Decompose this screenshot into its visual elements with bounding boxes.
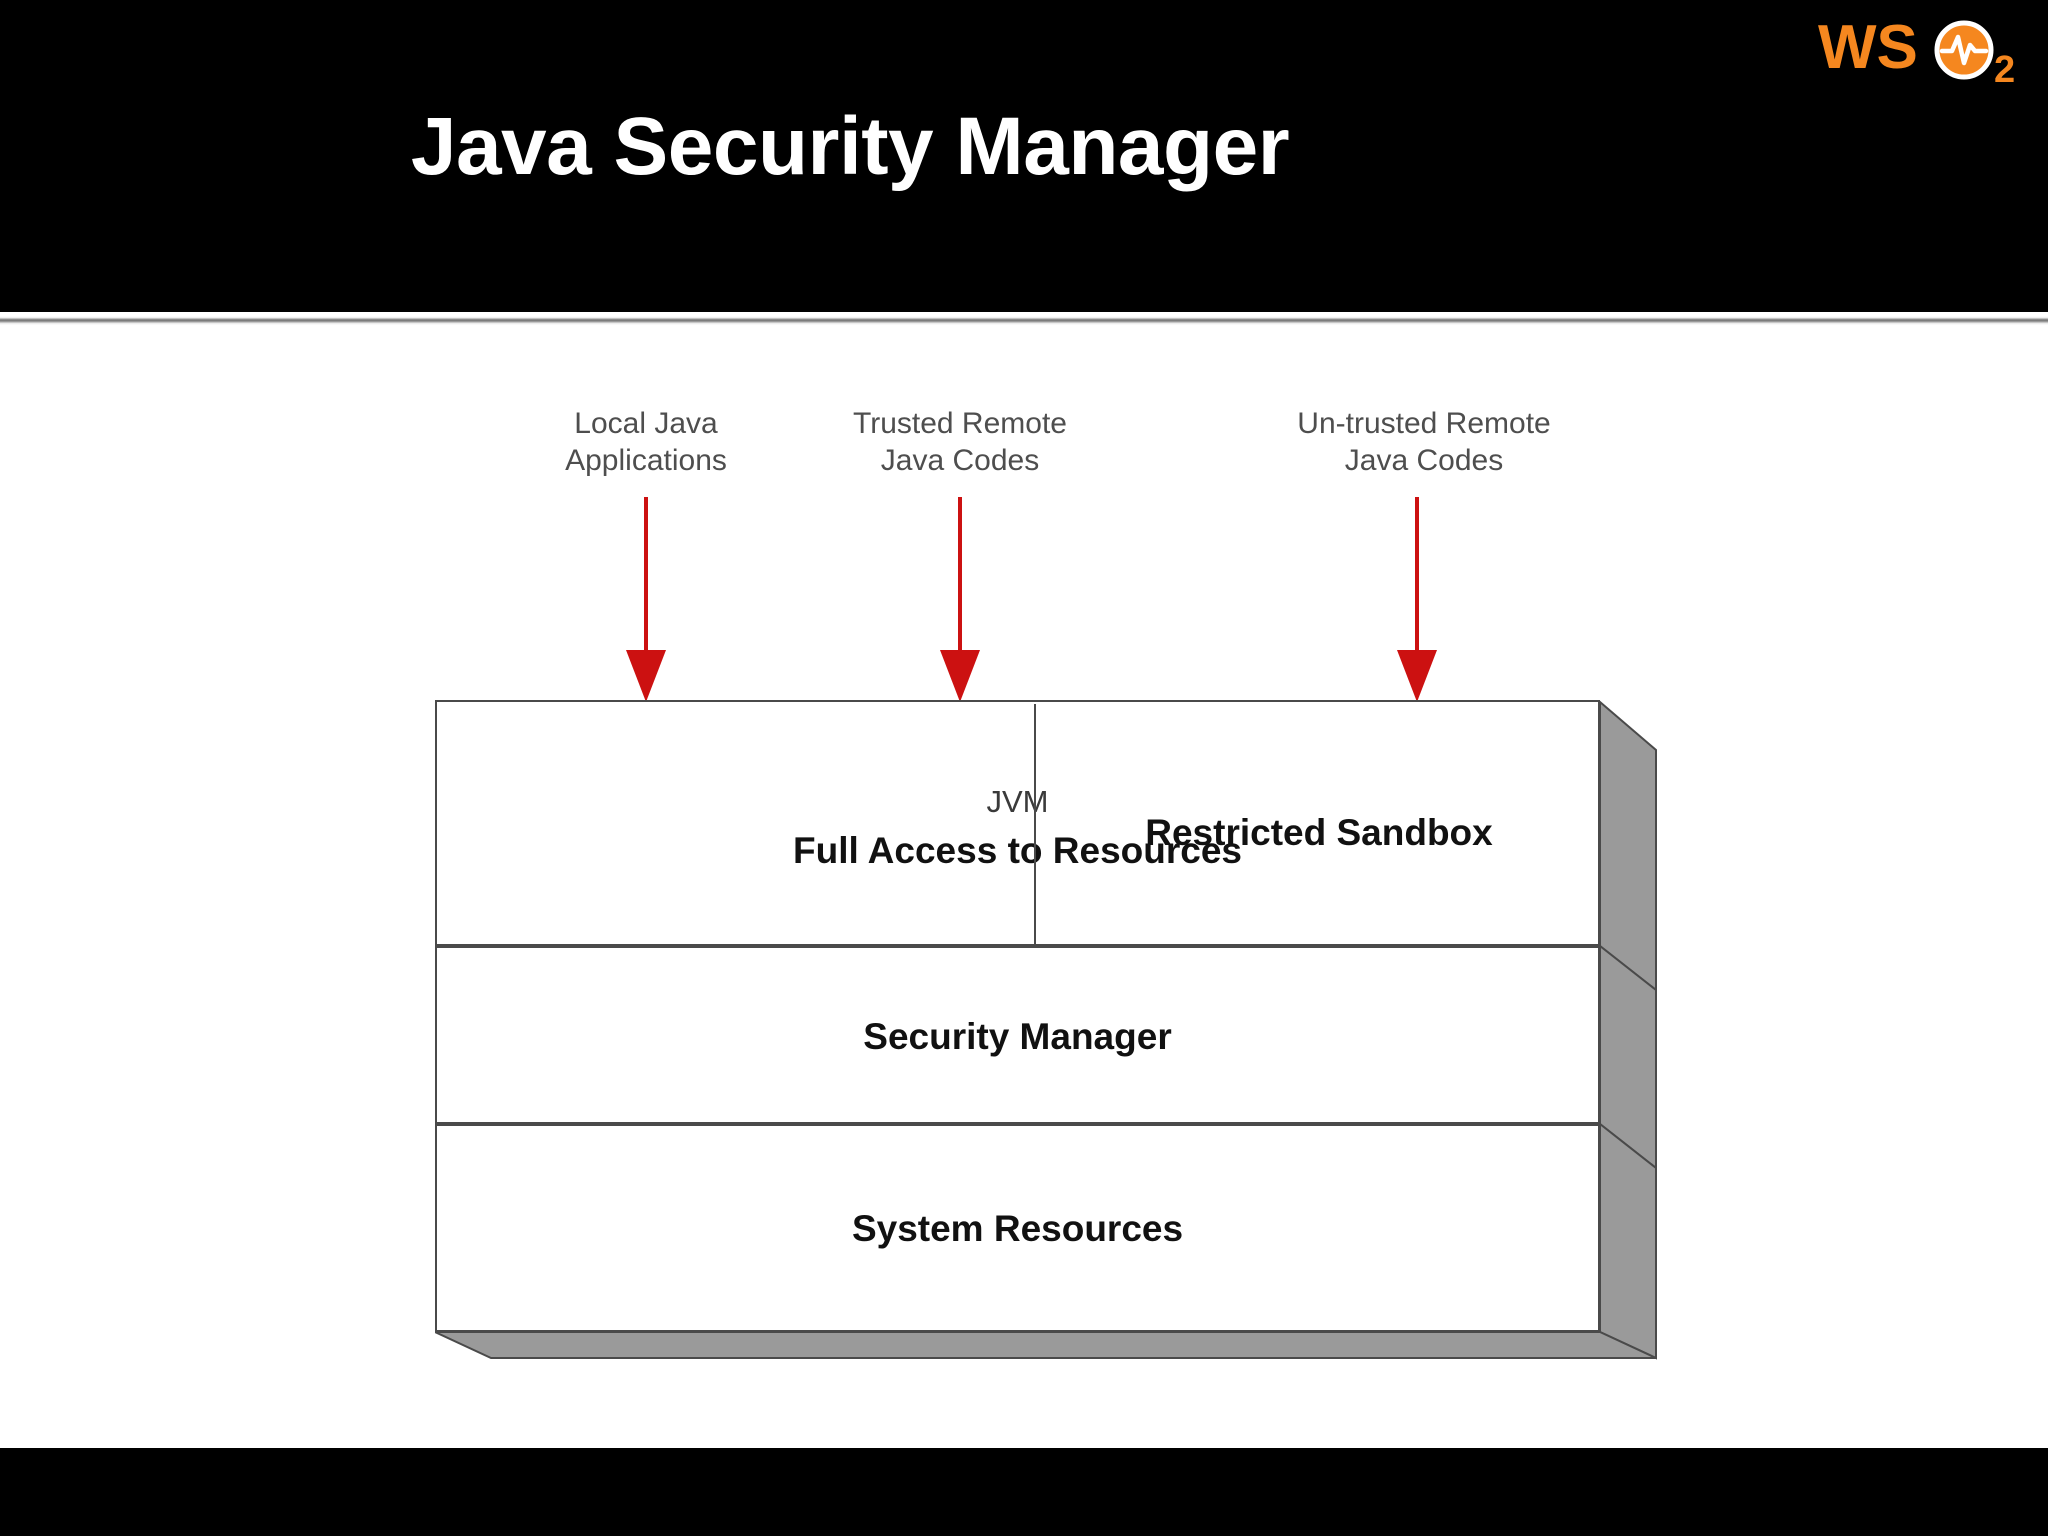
svg-text:WS: WS	[1818, 13, 1918, 82]
header-divider-rule	[0, 316, 2048, 325]
svg-text:2: 2	[1994, 49, 2015, 91]
layer-stack: JVM Full Access to Resources Restricted …	[435, 700, 1657, 1360]
page-title: Java Security Manager	[410, 101, 1290, 192]
wso2-logo: WS 2	[1818, 6, 2028, 92]
restricted-sandbox-label: Restricted Sandbox	[1145, 812, 1493, 853]
arrow-local-java-applications	[626, 497, 666, 702]
source-label-trusted-remote-java-codes: Trusted Remote Java Codes	[853, 407, 1067, 477]
footer-band	[0, 1448, 2048, 1536]
jvm-label: JVM	[986, 784, 1049, 819]
restricted-sandbox-cell: Restricted Sandbox	[1036, 702, 1602, 948]
header-band	[0, 0, 2048, 312]
runtime-layer-divider	[1034, 704, 1036, 946]
system-resources-layer: System Resources	[435, 1124, 1600, 1332]
stack-3d-extrusion	[435, 700, 1657, 1360]
source-label-local-java-applications: Local Java Applications	[565, 407, 727, 477]
runtime-layer: JVM Full Access to Resources Restricted …	[435, 700, 1600, 946]
arrow-untrusted-remote-java-codes	[1397, 497, 1437, 702]
full-access-label: Full Access to Resources	[793, 830, 1242, 871]
security-manager-label: Security Manager	[863, 1016, 1172, 1057]
system-resources-label: System Resources	[851, 1208, 1184, 1249]
source-label-untrusted-remote-java-codes: Un-trusted Remote Java Codes	[1297, 407, 1551, 477]
security-manager-layer: Security Manager	[435, 946, 1600, 1124]
arrow-trusted-remote-java-codes	[940, 497, 980, 702]
